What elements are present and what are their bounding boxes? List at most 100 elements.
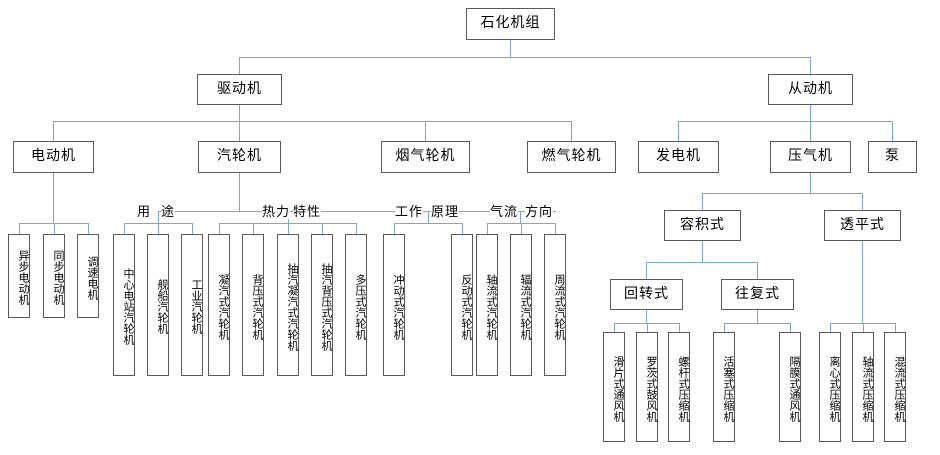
leaf-diaphragm-fan[interactable]: 隔膜式通风机 [779, 332, 801, 442]
connector-turbo-leaf-1 [830, 323, 832, 333]
leaf-variable-speed-motor[interactable]: 调速电机 [77, 234, 99, 318]
node-compressor[interactable]: 压气机 [770, 141, 851, 173]
connector-compressor-stem [810, 172, 812, 194]
node-electric-motor[interactable]: 电动机 [13, 141, 94, 173]
connector-driven-stem [810, 104, 812, 122]
caption-use-1: 用 [137, 205, 152, 220]
connector-flow-leaf-1 [487, 223, 489, 235]
connector-to-volumetric [702, 193, 704, 211]
connector-root-stem [510, 40, 512, 58]
caption-thermal-2: 特性 [293, 205, 322, 220]
connector-rotary-stem [646, 310, 648, 324]
connector-use-leaf-3 [192, 223, 194, 235]
connector-thermal-leaf-1 [219, 223, 221, 235]
connector-to-turbo [862, 193, 864, 211]
connector-to-gas-expander [425, 121, 427, 142]
connector-thermal-leaf-2 [253, 223, 255, 235]
connector-to-driven [810, 57, 812, 75]
connector-reciprocating-leaf-1 [724, 323, 726, 333]
leaf-sync-motor[interactable]: 同步电动机 [43, 234, 65, 318]
node-gas-turbine[interactable]: 燃气轮机 [527, 141, 616, 173]
connector-motor-leaf-2 [54, 223, 56, 235]
connector-to-motor [53, 121, 55, 142]
connector-to-rotary [646, 262, 648, 280]
leaf-impulse-turbine[interactable]: 冲动式汽轮机 [383, 234, 405, 376]
connector-reciprocating-bus [724, 323, 790, 325]
leaf-axial-compressor[interactable]: 轴流式压缩机 [852, 332, 874, 442]
leaf-condensing-turbine[interactable]: 凝汽式汽轮机 [208, 234, 230, 376]
connector-volumetric-stem [702, 241, 704, 263]
leaf-sliding-vane-fan[interactable]: 滑片式通风机 [603, 332, 625, 442]
connector-turbo-stem [862, 241, 864, 323]
connector-category-use [158, 211, 160, 224]
connector-driver-stem [239, 104, 241, 122]
connector-reciprocating-leaf-2 [790, 323, 792, 333]
connector-turbine-stem [239, 172, 241, 212]
leaf-axial-flow-turbine[interactable]: 轴流式汽轮机 [476, 234, 498, 376]
leaf-marine-turbine[interactable]: 舰船汽轮机 [147, 234, 169, 376]
connector-driver-bus [53, 121, 572, 123]
node-volumetric-type[interactable]: 容积式 [664, 210, 741, 241]
leaf-roots-blower[interactable]: 罗茨式鼓风机 [636, 332, 658, 442]
leaf-central-power-station-turbine[interactable]: 中心电站汽轮机 [113, 234, 135, 376]
connector-use-leaf-2 [158, 223, 160, 235]
node-generator[interactable]: 发电机 [638, 141, 719, 173]
leaf-screw-compressor[interactable]: 螺杆式压缩机 [668, 332, 690, 442]
connector-category-principle [428, 211, 430, 224]
connector-flow-leaf-3 [555, 223, 557, 235]
connector-thermal-leaf-3 [288, 223, 290, 235]
leaf-multi-pressure-turbine[interactable]: 多压式汽轮机 [345, 234, 367, 376]
connector-principle-leaf-1 [394, 223, 396, 235]
leaf-industrial-turbine[interactable]: 工业汽轮机 [181, 234, 203, 376]
connector-turbo-leaf-2 [863, 323, 865, 333]
connector-motor-leaf-1 [19, 223, 21, 235]
connector-thermal-leaf-5 [356, 223, 358, 235]
connector-rotary-leaf-2 [647, 323, 649, 333]
connector-motor-leaf-3 [88, 223, 90, 235]
leaf-centrifugal-compressor[interactable]: 离心式压缩机 [819, 332, 841, 442]
connector-thermal-leaf-4 [322, 223, 324, 235]
leaf-async-motor[interactable]: 异步电动机 [8, 234, 30, 318]
node-reciprocating-type[interactable]: 往复式 [721, 279, 794, 310]
caption-flow-2: 方向 [525, 205, 554, 220]
leaf-circumferential-flow-turbine[interactable]: 周流式汽轮机 [544, 234, 566, 376]
connector-driven-bus [678, 121, 893, 123]
leaf-back-pressure-turbine[interactable]: 背压式汽轮机 [242, 234, 264, 376]
connector-to-steam-turbine [239, 121, 241, 142]
caption-use-2: 途 [161, 205, 176, 220]
connector-motor-stem [53, 172, 55, 224]
connector-flow-leaf-2 [521, 223, 523, 235]
node-pump[interactable]: 泵 [868, 141, 917, 173]
caption-flow-1: 气流 [490, 205, 519, 220]
connector-root-bus [239, 57, 811, 59]
node-flue-gas-turbine[interactable]: 烟气轮机 [381, 141, 470, 173]
connector-reciprocating-stem [757, 310, 759, 324]
connector-rotary-leaf-1 [614, 323, 616, 333]
node-driver[interactable]: 驱动机 [197, 74, 282, 105]
node-rotary-type[interactable]: 回转式 [610, 279, 683, 310]
connector-to-pump [892, 121, 894, 142]
leaf-reaction-turbine[interactable]: 反动式汽轮机 [451, 234, 473, 376]
leaf-mixed-flow-compressor[interactable]: 混流式压缩机 [884, 332, 906, 442]
caption-principle-2: 原理 [431, 205, 460, 220]
node-root[interactable]: 石化机组 [466, 8, 555, 40]
node-turbo-type[interactable]: 透平式 [824, 210, 901, 241]
connector-turbo-leaf-3 [895, 323, 897, 333]
connector-to-reciprocating [757, 262, 759, 280]
leaf-radial-flow-turbine[interactable]: 辐流式汽轮机 [510, 234, 532, 376]
caption-thermal-1: 热力 [262, 205, 291, 220]
connector-compressor-bus [702, 193, 863, 195]
node-driven[interactable]: 从动机 [768, 74, 853, 105]
leaf-extraction-back-pressure-turbine[interactable]: 抽汽背压式汽轮机 [311, 234, 333, 376]
connector-turbine-category-bus [158, 211, 556, 213]
leaf-extraction-condensing-turbine[interactable]: 抽汽凝汽式汽轮机 [277, 234, 299, 376]
node-steam-turbine[interactable]: 汽轮机 [198, 141, 281, 173]
connector-principle-leaf-2 [462, 223, 464, 235]
connector-use-leaf-1 [124, 223, 126, 235]
connector-volumetric-bus [646, 262, 758, 264]
connector-to-gas-turbine [571, 121, 573, 142]
connector-rotary-leaf-3 [679, 323, 681, 333]
connector-category-flow [520, 211, 522, 224]
leaf-piston-compressor[interactable]: 活塞式压缩机 [713, 332, 735, 442]
